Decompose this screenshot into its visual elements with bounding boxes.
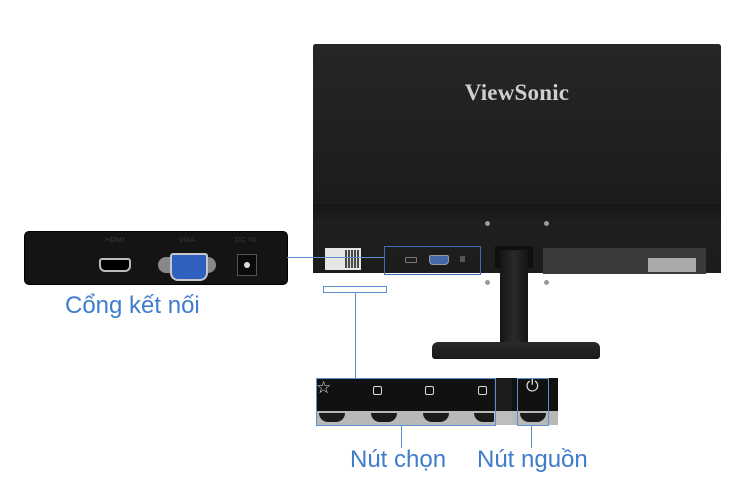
spec-sticker: [543, 248, 706, 274]
select-button-1[interactable]: [319, 413, 345, 422]
callout-line-buttons: [355, 292, 356, 378]
qr-sticker: [325, 248, 361, 270]
vesa-screw: [485, 280, 490, 285]
power-button-closeup: ⏻: [512, 378, 558, 425]
serial-sticker: [648, 258, 696, 272]
dc-in-port-icon: [460, 256, 465, 262]
button-base: [316, 411, 494, 425]
caption-ports: Cổng kết nối: [65, 292, 200, 319]
select-buttons-frame: [316, 378, 496, 426]
port-label-vga: VGA: [179, 237, 196, 244]
vesa-screw: [544, 221, 549, 226]
select-buttons-closeup: ☆: [316, 378, 500, 425]
port-label-hdmi: HDMI: [105, 237, 125, 244]
rear-port-highlight: [384, 246, 481, 275]
stand-neck: [500, 250, 528, 350]
connector-panel-closeup: HDMI VGA DC IN: [25, 232, 287, 284]
brand-logo: ViewSonic: [464, 80, 570, 105]
star-icon[interactable]: ☆: [316, 378, 332, 397]
button-gap: [494, 378, 512, 425]
select-button-2[interactable]: [371, 413, 397, 422]
monitor-rear: ViewSonic: [313, 44, 721, 285]
square-icon[interactable]: [373, 386, 382, 395]
caption-select-buttons: Nút chọn: [350, 446, 447, 473]
callout-line-power: [531, 425, 532, 448]
hdmi-port-icon: [405, 257, 417, 263]
select-button-4[interactable]: [474, 413, 500, 422]
vga-port-icon: [429, 255, 449, 265]
caption-power-button: Nút nguồn: [477, 446, 588, 473]
square-icon[interactable]: [478, 386, 487, 395]
monitor-upper-shell: [313, 44, 721, 204]
stand-base: [432, 342, 600, 359]
dc-in-port-icon: [237, 254, 257, 276]
qr-code: [345, 250, 359, 268]
power-icon[interactable]: ⏻: [526, 378, 539, 395]
callout-line-select: [401, 425, 402, 448]
select-button-3[interactable]: [423, 413, 449, 422]
power-button-frame: [517, 378, 549, 426]
power-button[interactable]: [520, 413, 546, 422]
callout-line-ports: [287, 257, 384, 258]
square-icon[interactable]: [425, 386, 434, 395]
hdmi-port-icon: [99, 258, 131, 272]
vesa-screw: [485, 221, 490, 226]
button-base: [494, 411, 512, 425]
vga-port-icon: [170, 253, 208, 281]
port-label-dc-in: DC IN: [235, 237, 257, 244]
vesa-screw: [544, 280, 549, 285]
